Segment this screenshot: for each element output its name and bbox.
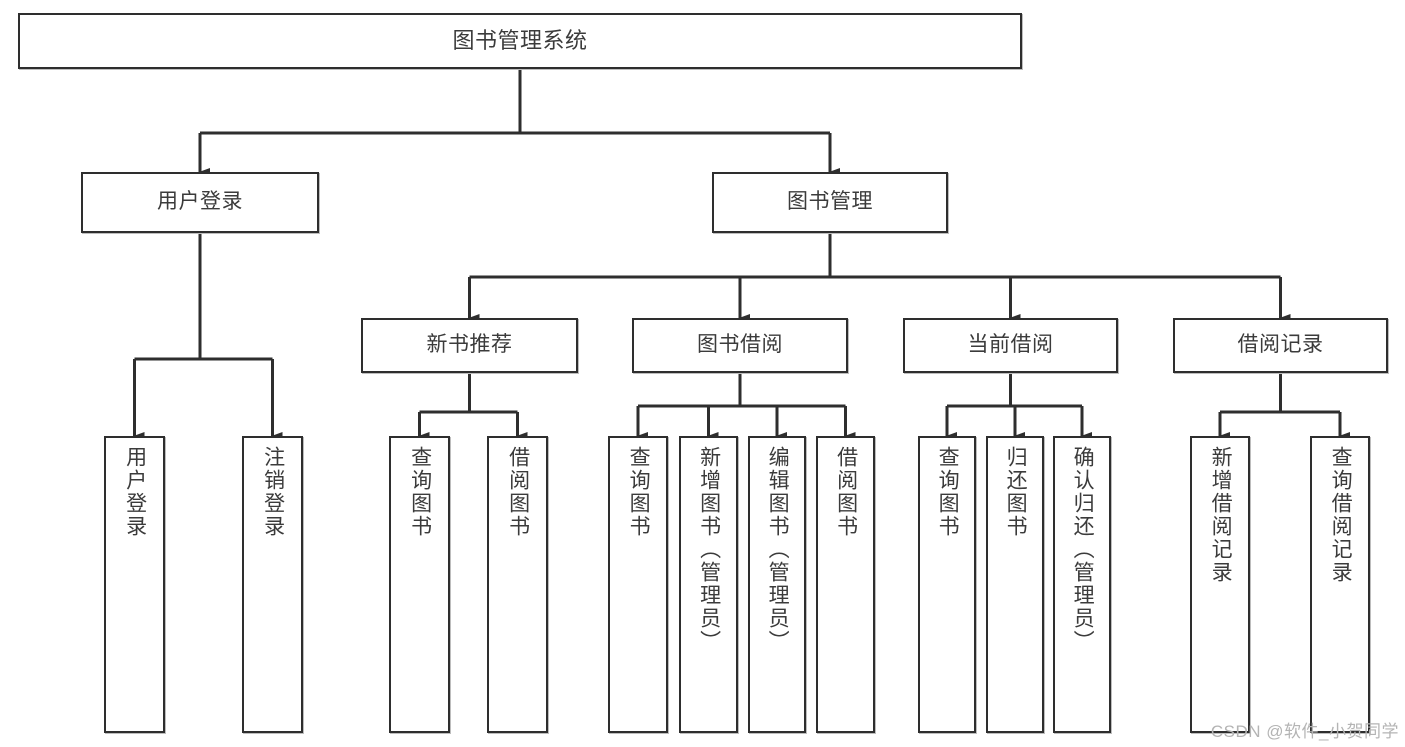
node-label: 编辑图书（管理员）	[766, 446, 790, 653]
node-borrow-record[interactable]: 借阅记录	[1173, 318, 1388, 373]
node-leaf-add-book[interactable]: 新增图书（管理员）	[679, 436, 738, 733]
node-leaf-query-record[interactable]: 查询借阅记录	[1310, 436, 1370, 733]
node-label: 确认归还（管理员）	[1071, 446, 1095, 653]
node-leaf-logout[interactable]: 注销登录	[242, 436, 303, 733]
node-user-login[interactable]: 用户登录	[81, 172, 319, 233]
node-label: 图书管理系统	[452, 28, 588, 54]
node-book-borrow[interactable]: 图书借阅	[632, 318, 848, 373]
node-leaf-confirm-return[interactable]: 确认归还（管理员）	[1053, 436, 1111, 733]
node-label: 图书管理	[787, 190, 873, 214]
node-label: 当前借阅	[967, 333, 1054, 357]
node-new-book-recommend[interactable]: 新书推荐	[361, 318, 578, 373]
node-leaf-edit-book[interactable]: 编辑图书（管理员）	[748, 436, 806, 733]
node-root[interactable]: 图书管理系统	[18, 13, 1022, 69]
node-leaf-borrow-book-1[interactable]: 借阅图书	[487, 436, 548, 733]
node-label: 查询图书	[627, 446, 651, 538]
node-book-manage[interactable]: 图书管理	[712, 172, 948, 233]
node-label: 借阅图书	[834, 446, 858, 538]
node-label: 借阅记录	[1237, 333, 1324, 357]
node-leaf-user-login[interactable]: 用户登录	[104, 436, 165, 733]
node-current-borrow[interactable]: 当前借阅	[903, 318, 1118, 373]
node-leaf-query-book-1[interactable]: 查询图书	[389, 436, 450, 733]
node-label: 用户登录	[157, 190, 243, 214]
node-leaf-return-book[interactable]: 归还图书	[986, 436, 1044, 733]
node-label: 新增图书（管理员）	[697, 446, 721, 653]
node-label: 图书借阅	[697, 333, 783, 357]
node-label: 新增借阅记录	[1209, 446, 1233, 584]
node-label: 归还图书	[1004, 446, 1028, 538]
watermark: CSDN @软件_小贺同学	[1210, 722, 1399, 741]
node-leaf-query-book-2[interactable]: 查询图书	[608, 436, 668, 733]
node-label: 查询图书	[408, 446, 432, 538]
node-leaf-add-record[interactable]: 新增借阅记录	[1190, 436, 1250, 733]
node-label: 用户登录	[123, 446, 147, 538]
node-label: 借阅图书	[506, 446, 530, 538]
node-leaf-query-book-3[interactable]: 查询图书	[918, 436, 976, 733]
node-leaf-borrow-book-2[interactable]: 借阅图书	[816, 436, 875, 733]
node-label: 注销登录	[261, 446, 285, 538]
node-label: 查询借阅记录	[1329, 446, 1353, 584]
node-label: 查询图书	[936, 446, 960, 538]
node-label: 新书推荐	[426, 333, 513, 357]
